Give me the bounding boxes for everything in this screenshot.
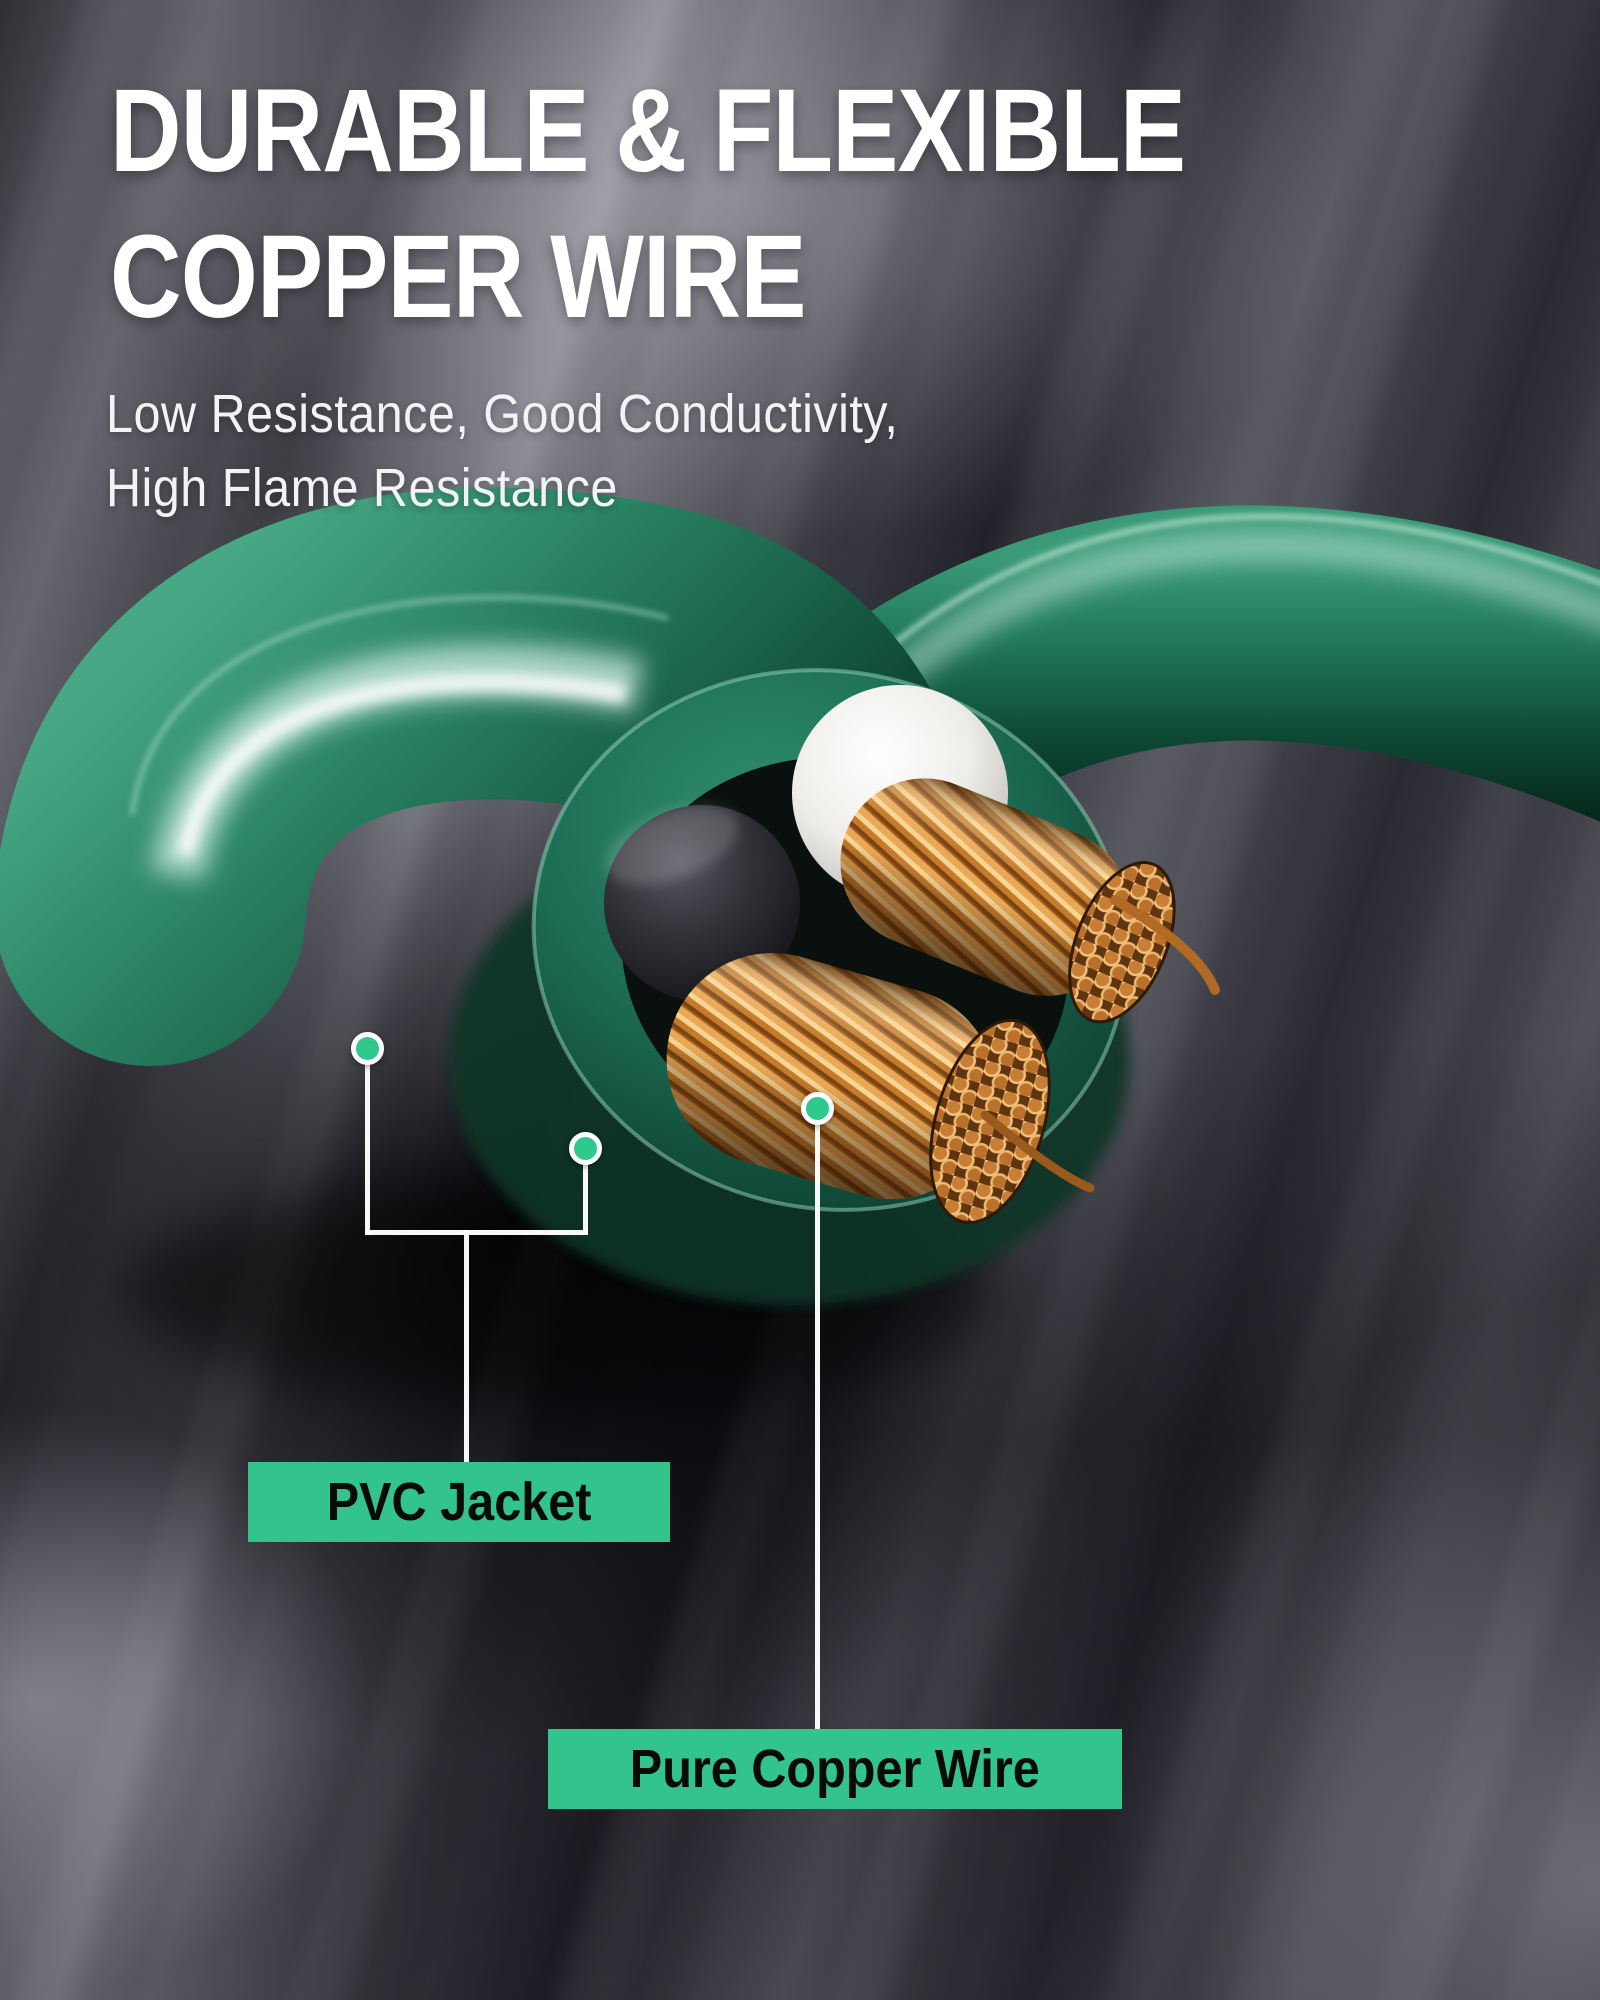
title-line-1: DURABLE & FLEXIBLE: [110, 65, 1186, 197]
callout-line-copper: [815, 1109, 820, 1731]
callout-line-pvc-stem: [464, 1230, 469, 1464]
callout-line-pvc-left: [365, 1049, 370, 1235]
black-wire: [604, 805, 800, 1001]
callout-line-pvc-horizontal: [365, 1230, 588, 1235]
subtitle: Low Resistance, Good Conductivity, High …: [106, 378, 898, 526]
loose-strand: [980, 1110, 1095, 1193]
subtitle-line-2: High Flame Resistance: [106, 457, 618, 518]
loose-strand: [1110, 895, 1220, 995]
copper-strands-lower: [666, 953, 1051, 1224]
callout-dot-pvc-inner: [569, 1132, 602, 1165]
subtitle-line-1: Low Resistance, Good Conductivity,: [106, 384, 899, 444]
callout-line-pvc-right: [583, 1149, 588, 1235]
page-title: DURABLE & FLEXIBLE COPPER WIRE: [110, 58, 1186, 351]
cable-back-arm: [783, 505, 1600, 856]
pure-copper-wire-label-text: Pure Copper Wire: [629, 1739, 1041, 1799]
callout-dot-pvc-outer: [351, 1032, 384, 1065]
pvc-jacket-label: PVC Jacket: [248, 1462, 670, 1542]
pure-copper-wire-label: Pure Copper Wire: [548, 1729, 1122, 1809]
copper-strands-upper: [840, 778, 1176, 1024]
pvc-jacket-label-text: PVC Jacket: [326, 1472, 592, 1532]
callout-dot-copper: [801, 1092, 834, 1125]
title-line-2: COPPER WIRE: [110, 211, 807, 344]
cable-cut-face: [450, 668, 1220, 1305]
